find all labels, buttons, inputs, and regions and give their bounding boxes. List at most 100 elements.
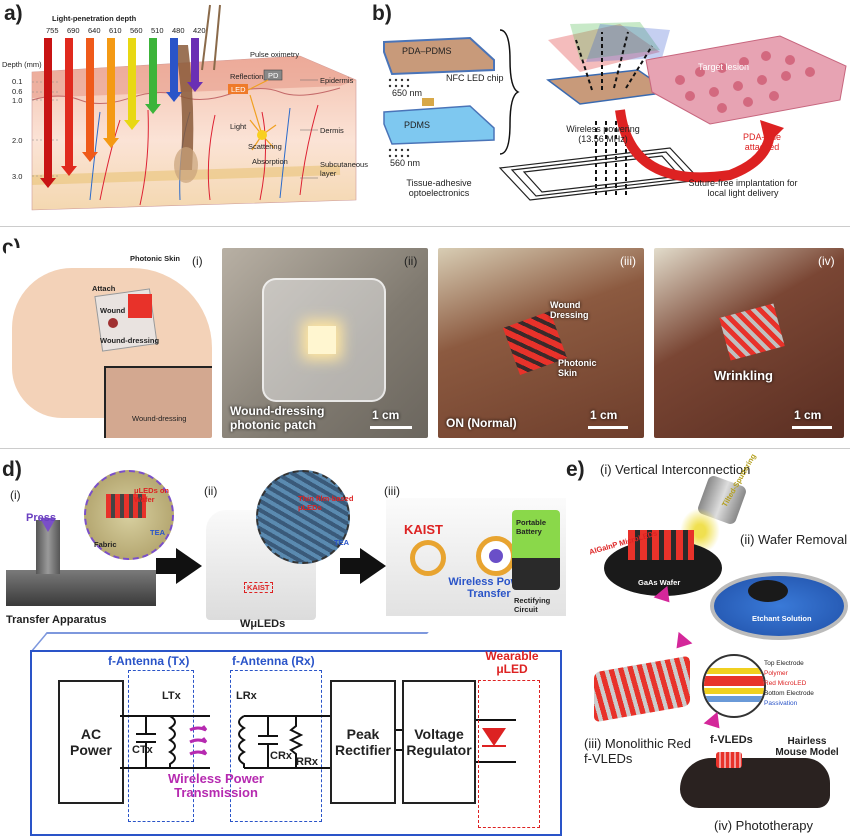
led-label: LED xyxy=(231,85,246,94)
wrinkling-label: Wrinkling xyxy=(714,368,773,383)
rx-antenna-box xyxy=(230,670,322,822)
step1-label: (i) Vertical Interconnection xyxy=(600,462,751,477)
wl-tick: 420 xyxy=(193,26,206,35)
wearable-box xyxy=(478,680,540,828)
gaas-label: GaAs Wafer xyxy=(638,578,681,587)
tissue-adhesive-label: Tissue-adhesive optoelectronics xyxy=(406,178,472,198)
mouse-label: Hairless Mouse Model xyxy=(775,736,839,758)
wavelength-arrow-head xyxy=(103,138,119,148)
wavelength-arrow-head xyxy=(40,178,56,188)
ps-label-iii: Photonic Skin xyxy=(558,358,597,378)
inset-top-label: Top Electrode xyxy=(764,660,804,667)
circuit-frame xyxy=(30,650,562,836)
tea-label: TEA xyxy=(150,528,165,537)
pda-side-label: PDA-side attached xyxy=(742,132,781,152)
mini-leds xyxy=(106,494,146,518)
mouse-patch xyxy=(716,752,742,768)
wl-tick: 640 xyxy=(88,26,101,35)
ltx-label: LTx xyxy=(162,690,181,702)
inset-bottom xyxy=(704,688,764,694)
circuit-wires xyxy=(120,715,516,769)
wearable-label: Wearable μLED xyxy=(485,649,539,676)
pdms-label: PDMS xyxy=(404,120,431,130)
coil-rx xyxy=(476,536,516,576)
coil-tx xyxy=(410,540,446,576)
ac-power-box: AC Power xyxy=(58,680,124,804)
transfer-label: Transfer Apparatus xyxy=(6,614,107,626)
scale-iii-label: 1 cm xyxy=(590,408,618,422)
inset-poly-label: Polymer xyxy=(764,670,788,677)
layer-dermis: Dermis xyxy=(320,126,344,135)
photo-c-i: Wound-dressing xyxy=(6,248,212,438)
roman-d-ii: (ii) xyxy=(204,484,218,498)
fvleds-label: f-VLEDs xyxy=(710,734,753,746)
apparatus-base xyxy=(6,570,156,606)
wound-dressing-label: Wound-dressing xyxy=(100,336,160,345)
panel-a-label: a) xyxy=(4,2,23,25)
wavelength-arrow xyxy=(86,38,94,152)
rrx-label: RRx xyxy=(296,756,319,768)
voltage-regulator-box: Voltage Regulator xyxy=(402,680,476,804)
battery xyxy=(512,510,560,590)
led-grid-e xyxy=(628,530,694,560)
voltage-regulator-label: Voltage Regulator xyxy=(406,726,472,758)
wavelength-arrow xyxy=(128,38,136,120)
wl-tick: 610 xyxy=(109,26,122,35)
roman-c-i: (i) xyxy=(192,254,203,268)
flow-arrow-2 xyxy=(340,548,386,584)
inset-dressing-label: Wound-dressing xyxy=(132,414,187,423)
wavelength-arrow xyxy=(191,38,199,82)
divider-top xyxy=(0,226,850,227)
pink-arrow-2 xyxy=(669,631,693,655)
caption-c-ii: Wound-dressing photonic patch xyxy=(230,404,325,432)
scale-bar-ii xyxy=(370,426,412,429)
wavelength-label: Wavelength (nm) xyxy=(108,27,169,36)
flexible-film xyxy=(594,655,690,723)
scattering-label: Scattering xyxy=(248,142,282,151)
wound-spot xyxy=(108,318,118,328)
layer-epidermis: Epidermis xyxy=(320,76,354,85)
reflection-label: Reflection xyxy=(230,72,264,81)
step4-label: (iv) Phototherapy xyxy=(714,818,813,833)
transfer-apparatus xyxy=(6,518,156,608)
peak-rectifier-label: Peak Rectifier xyxy=(334,726,392,758)
light-label: Light xyxy=(230,122,247,131)
divider-mid xyxy=(0,448,850,449)
photonic-skin-label: Photonic Skin xyxy=(130,254,181,263)
wavelength-arrow-head xyxy=(124,120,140,130)
inset-pass-label: Passivation xyxy=(764,700,798,707)
wavelength-arrow-head xyxy=(145,104,161,114)
peak-rectifier-box: Peak Rectifier xyxy=(330,680,396,804)
wl-tick: 755 xyxy=(46,26,59,35)
wrinkled-patch xyxy=(719,303,785,361)
panel-d-label: d) xyxy=(2,458,22,481)
roman-c-ii: (ii) xyxy=(404,254,418,268)
suture-free-label: Suture-free implantation for local light… xyxy=(688,178,798,198)
attach-label: Attach xyxy=(92,284,116,293)
wavelength-arrow xyxy=(65,38,73,166)
wpt-circuit-label: Wireless Power Transmission xyxy=(168,771,264,800)
pda-pdms-label: PDA–PDMS xyxy=(402,46,452,56)
roman-d-i: (i) xyxy=(10,488,21,502)
rectifying-label: Rectifying Circuit xyxy=(514,596,551,614)
tx-antenna-box xyxy=(128,670,194,822)
wavelength-arrow xyxy=(149,38,157,104)
step2-label: (ii) Wafer Removal xyxy=(740,532,848,547)
wl-tick: 510 xyxy=(151,26,164,35)
inset-red xyxy=(704,676,764,686)
tx-antenna-label: f-Antenna (Tx) xyxy=(108,654,190,668)
flow-arrow-1 xyxy=(156,548,202,584)
inset-pass xyxy=(704,696,764,702)
press-label: Press xyxy=(26,512,56,524)
wavelength-arrow xyxy=(107,38,115,138)
fabric-label: Fabric xyxy=(94,540,117,549)
lens-circle-2 xyxy=(256,470,350,564)
photonic-square xyxy=(128,294,152,318)
photo-c-iii: Wound Dressing Photonic Skin ON (Normal)… xyxy=(438,248,644,438)
kaist-small-label: KAIST xyxy=(244,582,273,593)
wavelength-arrow-head xyxy=(187,82,203,92)
inset-bottom-label: Bottom Electrode xyxy=(764,690,814,697)
scale-iv-label: 1 cm xyxy=(794,408,822,422)
wuleds-label: WμLEDs xyxy=(240,618,286,630)
mouse xyxy=(680,758,830,808)
